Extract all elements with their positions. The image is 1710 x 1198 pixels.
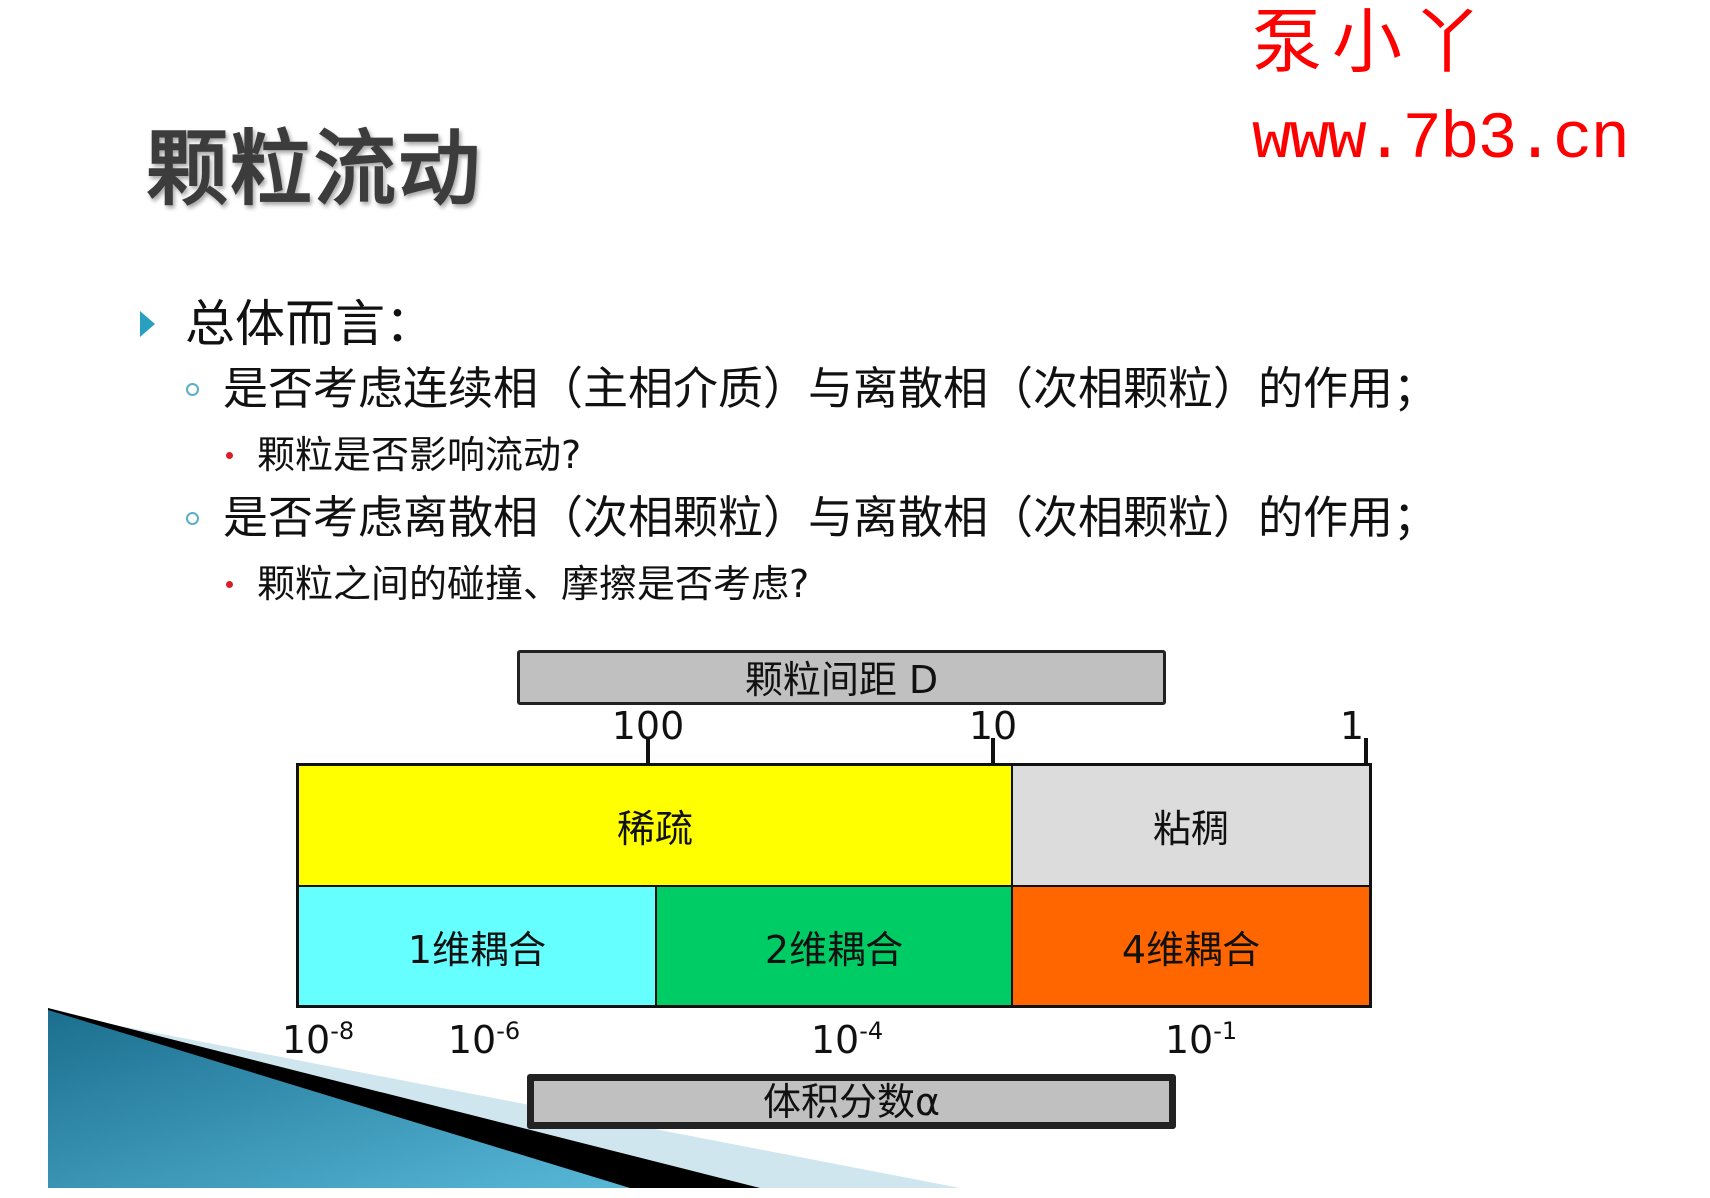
regime-dilute: 稀疏 <box>299 766 1013 887</box>
slide-title: 颗粒流动 <box>146 122 483 217</box>
particle-spacing-label: 颗粒间距 D <box>744 658 939 702</box>
coupling-label: 4维耦合 <box>1121 927 1261 972</box>
bullet-text: 是否考虑离散相（次相颗粒）与离散相（次相颗粒）的作用； <box>223 491 1439 544</box>
decorative-wedge-icon <box>48 1008 960 1188</box>
bullet-level3: 颗粒是否影响流动? <box>226 430 581 480</box>
bottom-tick-label: 10-6 <box>447 1017 521 1062</box>
bullet-text: 颗粒是否影响流动? <box>257 433 582 477</box>
volume-fraction-label: 体积分数α <box>762 1080 941 1124</box>
coupling-4way: 4维耦合 <box>1013 887 1369 1005</box>
coupling-label: 1维耦合 <box>407 927 547 972</box>
particle-spacing-bar: 颗粒间距 D <box>517 650 1166 705</box>
regime-label: 粘稠 <box>1152 807 1229 851</box>
dot-bullet-icon <box>226 451 233 459</box>
top-tick-label: 1 <box>1339 704 1365 748</box>
volume-fraction-bar: 体积分数α <box>527 1074 1176 1129</box>
bottom-tick-label: 10-8 <box>281 1017 355 1062</box>
coupling-2way: 2维耦合 <box>657 887 1013 1005</box>
regime-label: 稀疏 <box>616 807 693 851</box>
top-tick-label: 100 <box>611 704 685 748</box>
bottom-tick-label: 10-4 <box>810 1017 884 1062</box>
bullet-level2: 是否考虑连续相（主相介质）与离散相（次相颗粒）的作用； <box>186 360 1438 418</box>
triangle-bullet-icon <box>140 311 155 337</box>
bullet-text: 总体而言： <box>185 295 435 353</box>
tick-mark <box>646 738 650 764</box>
bullet-text: 是否考虑连续相（主相介质）与离散相（次相颗粒）的作用； <box>223 362 1439 415</box>
tick-mark <box>1364 738 1368 766</box>
circle-bullet-icon <box>186 511 199 525</box>
watermark-url: www.7b3.cn <box>1252 102 1630 177</box>
coupling-1way: 1维耦合 <box>299 887 657 1005</box>
bullet-level2: 是否考虑离散相（次相颗粒）与离散相（次相颗粒）的作用； <box>186 489 1438 547</box>
tick-mark <box>991 738 995 764</box>
bullet-level1: 总体而言： <box>140 292 435 356</box>
watermark-name: 泵小丫 <box>1252 1 1492 83</box>
circle-bullet-icon <box>186 382 199 396</box>
regime-diagram: 稀疏 粘稠 1维耦合 2维耦合 4维耦合 <box>296 763 1372 1008</box>
regime-dense: 粘稠 <box>1013 766 1369 887</box>
coupling-label: 2维耦合 <box>764 927 904 972</box>
bullet-level3: 颗粒之间的碰撞、摩擦是否考虑? <box>226 559 809 609</box>
dot-bullet-icon <box>226 580 233 588</box>
top-tick-label: 10 <box>968 704 1018 748</box>
bullet-text: 颗粒之间的碰撞、摩擦是否考虑? <box>257 562 810 606</box>
bottom-tick-label: 10-1 <box>1164 1017 1238 1062</box>
